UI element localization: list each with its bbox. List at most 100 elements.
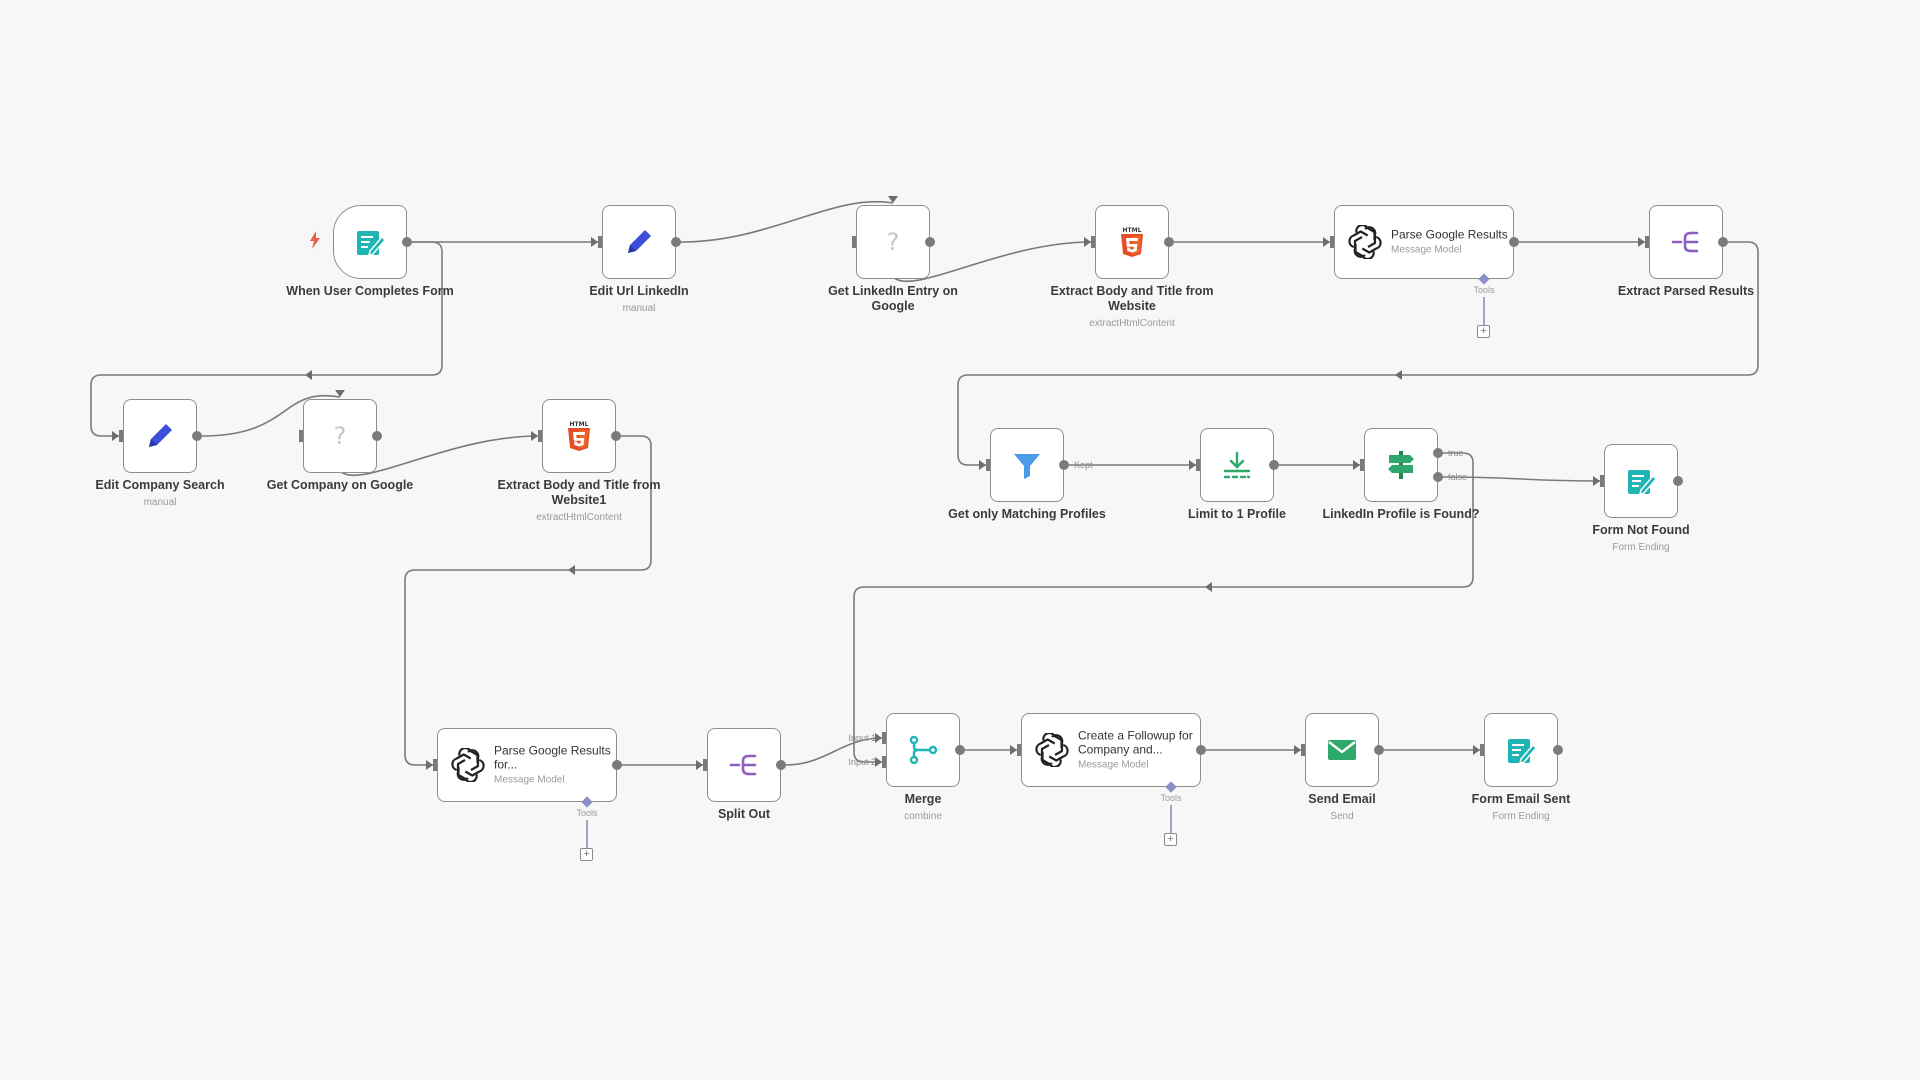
input-handle[interactable] — [1196, 459, 1200, 471]
input-handle[interactable] — [882, 756, 886, 768]
node-edit-url-linkedin[interactable] — [602, 205, 676, 279]
edge-n3-n4 — [892, 241, 1092, 283]
input-handle[interactable] — [1017, 744, 1021, 756]
edge-label-kept: Kept — [1074, 460, 1093, 470]
edge-arrow — [305, 370, 312, 380]
svg-text:?: ? — [887, 228, 900, 256]
edge-arrow — [591, 237, 598, 247]
output-handle[interactable] — [402, 237, 412, 247]
output-handle[interactable] — [1433, 448, 1443, 458]
form-icon — [1623, 463, 1659, 499]
mail-icon — [1324, 732, 1360, 768]
output-handle[interactable] — [776, 760, 786, 770]
openai-icon — [450, 747, 486, 783]
input-handle[interactable] — [703, 759, 707, 771]
split-icon — [1668, 224, 1704, 260]
node-get-company-on-google[interactable]: ? — [303, 399, 377, 473]
output-handle[interactable] — [1433, 472, 1443, 482]
node-edit-company-search[interactable] — [123, 399, 197, 473]
node-when-user-completes-form[interactable] — [333, 205, 407, 279]
node-parse-google-results-for[interactable]: Parse Google Results for...Message Model — [437, 728, 617, 802]
input-handle[interactable] — [538, 430, 542, 442]
edge-n12-n16-true — [853, 452, 1474, 763]
split-icon — [726, 747, 762, 783]
edge-arrow — [696, 760, 703, 770]
output-handle[interactable] — [925, 237, 935, 247]
output-handle[interactable] — [1269, 460, 1279, 470]
input-handle[interactable] — [598, 236, 602, 248]
input-handle[interactable] — [1301, 744, 1305, 756]
output-handle[interactable] — [1059, 460, 1069, 470]
html5-icon: HTML — [561, 418, 597, 454]
node-form-email-sent[interactable] — [1484, 713, 1558, 787]
output-handle[interactable] — [192, 431, 202, 441]
output-handle[interactable] — [1374, 745, 1384, 755]
question-icon: ? — [875, 224, 911, 260]
output-handle[interactable] — [1509, 237, 1519, 247]
node-linkedin-profile-is-found[interactable] — [1364, 428, 1438, 502]
filter-icon — [1009, 447, 1045, 483]
edge-n8-n9 — [339, 435, 539, 477]
input-handle[interactable] — [1600, 475, 1604, 487]
node-get-only-matching-profiles[interactable] — [990, 428, 1064, 502]
output-handle[interactable] — [611, 431, 621, 441]
node-create-a-followup-for-company-and[interactable]: Create a Followup for Company and...Mess… — [1021, 713, 1201, 787]
input-handle[interactable] — [1480, 744, 1484, 756]
input-handle[interactable] — [1360, 459, 1364, 471]
node-title: Parse Google Results for... — [494, 743, 611, 772]
openai-icon — [1347, 224, 1383, 260]
input-handle[interactable] — [882, 732, 886, 744]
edge-arrow — [1294, 745, 1301, 755]
output-handle[interactable] — [1196, 745, 1206, 755]
edge-arrow — [1593, 476, 1600, 486]
node-extract-body-and-title-from-website1[interactable]: HTML — [542, 399, 616, 473]
node-get-linkedin-entry-on-google[interactable]: ? — [856, 205, 930, 279]
node-split-out[interactable] — [707, 728, 781, 802]
form-icon — [352, 224, 388, 260]
add-tool-button[interactable]: + — [1477, 325, 1490, 338]
output-handle[interactable] — [1673, 476, 1683, 486]
edge-arrow — [531, 431, 538, 441]
node-extract-parsed-results[interactable] — [1649, 205, 1723, 279]
openai-icon — [1034, 732, 1070, 768]
add-tool-button[interactable]: + — [580, 848, 593, 861]
edge-n2-n3 — [680, 200, 894, 243]
node-merge[interactable] — [886, 713, 960, 787]
edge-arrow — [875, 733, 882, 743]
edge-label-false: false — [1448, 472, 1467, 482]
output-handle[interactable] — [671, 237, 681, 247]
output-handle[interactable] — [1164, 237, 1174, 247]
input-handle[interactable] — [433, 759, 437, 771]
add-tool-button[interactable]: + — [1164, 833, 1177, 846]
output-handle[interactable] — [612, 760, 622, 770]
output-handle[interactable] — [955, 745, 965, 755]
node-send-email[interactable] — [1305, 713, 1379, 787]
node-extract-body-and-title-from-website[interactable]: HTML — [1095, 205, 1169, 279]
input-handle[interactable] — [119, 430, 123, 442]
edge-arrow — [979, 460, 986, 470]
edge-label-true: true — [1448, 448, 1464, 458]
edge-n7-n8 — [201, 394, 341, 437]
tools-label: Tools — [1160, 793, 1182, 803]
edge-n6-n10 — [957, 241, 1759, 466]
input-handle[interactable] — [1091, 236, 1095, 248]
input-handle[interactable] — [1330, 236, 1334, 248]
output-handle[interactable] — [372, 431, 382, 441]
input-handle[interactable] — [852, 236, 856, 248]
node-title: Parse Google Results — [1391, 227, 1508, 242]
output-handle[interactable] — [1718, 237, 1728, 247]
input-handle[interactable] — [1645, 236, 1649, 248]
edge-arrow — [112, 431, 119, 441]
input-handle[interactable] — [986, 459, 990, 471]
output-handle[interactable] — [1553, 745, 1563, 755]
node-limit-to-1-profile[interactable] — [1200, 428, 1274, 502]
node-form-not-found[interactable] — [1604, 444, 1678, 518]
form-icon — [1503, 732, 1539, 768]
svg-text:HTML: HTML — [570, 421, 589, 428]
edge-arrow — [1473, 745, 1480, 755]
input-handle[interactable] — [299, 430, 303, 442]
